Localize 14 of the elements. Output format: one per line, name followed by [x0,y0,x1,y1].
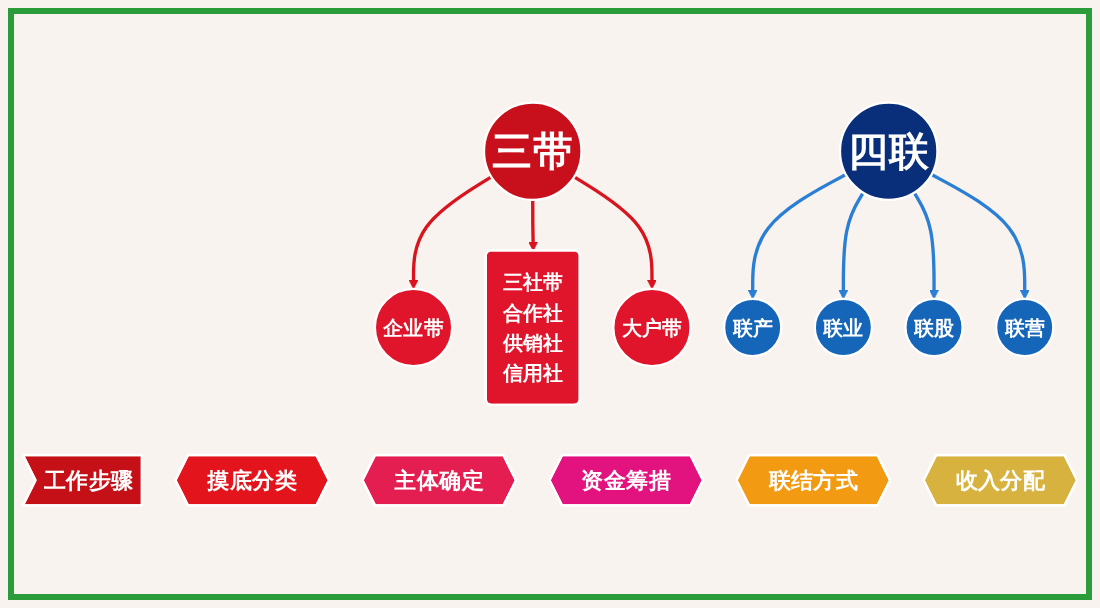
arrow [408,175,493,290]
node-circle: 企业带 [373,287,454,368]
node-circle: 四联 [838,101,939,201]
arrow [573,175,657,290]
node-circle: 联产 [723,297,783,358]
arrow [838,191,865,300]
arrow [912,191,939,300]
node-circle: 三带 [482,101,583,201]
node-circle: 联股 [904,297,964,358]
node-circle: 联业 [813,297,874,358]
node-circle: 联营 [995,297,1055,358]
node-circle: 大户带 [612,287,692,368]
arrow [930,172,1030,300]
arrow [747,172,847,300]
